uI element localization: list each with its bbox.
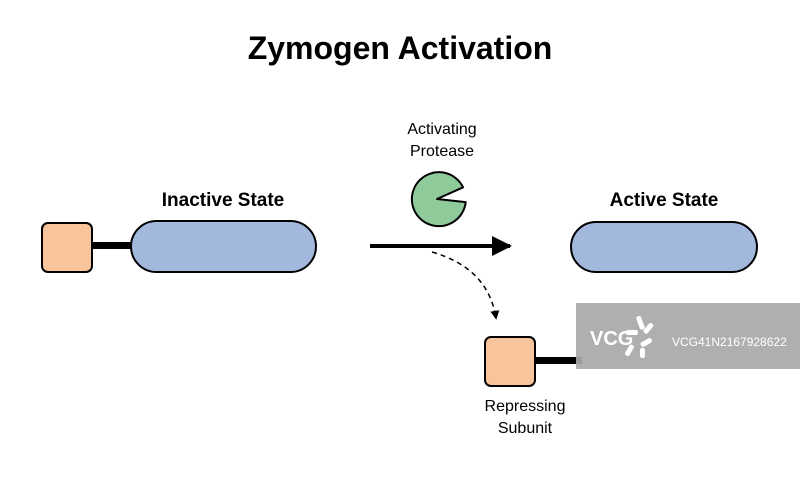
inactive-state-label: Inactive State [161, 190, 285, 211]
watermark-logo: VCG [590, 328, 633, 350]
active-enzyme-body [570, 221, 758, 273]
inactive-linker [90, 242, 134, 249]
active-state-label: Active State [609, 190, 719, 211]
protease-label-line-2: Protease [409, 143, 475, 160]
release-dashed-arrow [431, 251, 500, 320]
subunit-label: Repressing Subunit [445, 396, 605, 440]
released-linker [532, 357, 582, 364]
released-repressing-subunit [484, 336, 536, 387]
watermark-background [576, 303, 800, 369]
inactive-enzyme-body [130, 220, 317, 273]
protease-label: Activating Protease [362, 119, 522, 163]
watermark-burst-icon [625, 315, 654, 358]
watermark: VCG VCG41N2167928622 [576, 303, 800, 369]
protease-shape [410, 171, 467, 228]
subunit-label-line-2: Subunit [497, 420, 553, 437]
diagram-title: Zymogen Activation [247, 30, 553, 66]
protease-label-line-1: Activating [407, 121, 477, 138]
subunit-label-line-1: Repressing [484, 398, 566, 415]
inactive-repressing-subunit [41, 222, 93, 273]
watermark-id: VCG41N2167928622 [672, 335, 787, 349]
